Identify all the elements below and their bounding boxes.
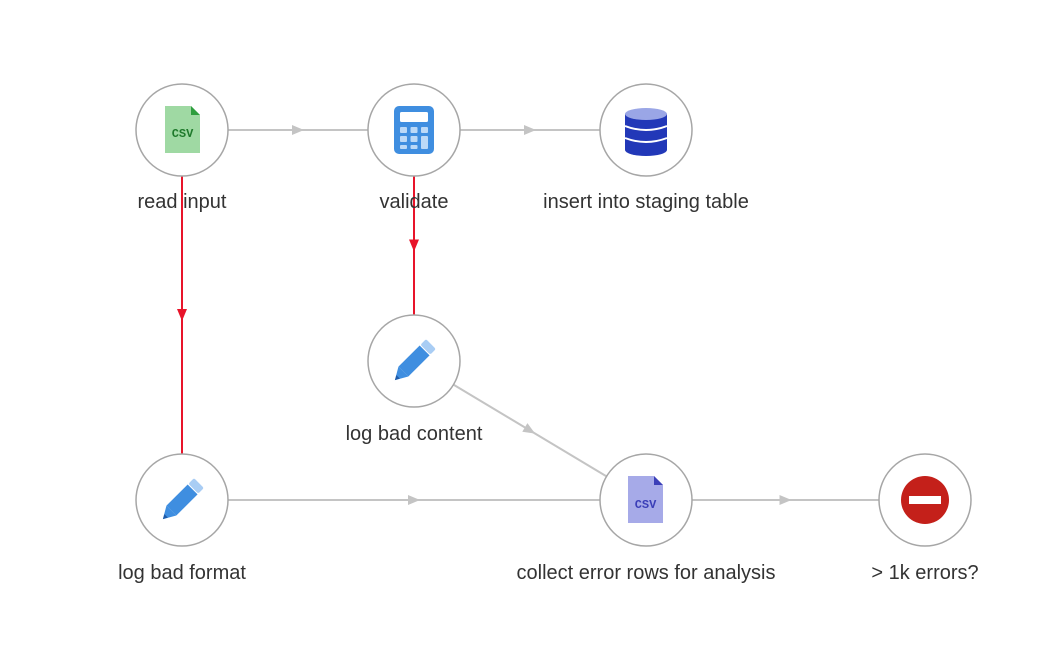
node-label-log-bad-format: log bad format xyxy=(118,562,246,584)
node-read-input[interactable]: CSV xyxy=(135,83,229,177)
node-label-read-input: read input xyxy=(137,191,227,213)
edge-arrow xyxy=(408,495,420,505)
edge-arrow xyxy=(292,125,304,135)
node-collect-error-rows[interactable]: CSV xyxy=(599,453,693,547)
csv-file-green-icon: CSV xyxy=(165,106,200,153)
csv-file-purple-icon: CSV xyxy=(628,476,663,523)
edge-log-bad-format-to-collect-error-rows xyxy=(228,495,600,505)
node-label-collect-error-rows: collect error rows for analysis xyxy=(516,562,776,584)
node-insert-staging[interactable] xyxy=(599,83,693,177)
node-too-many-errors[interactable] xyxy=(878,453,972,547)
pencil-icon xyxy=(394,339,436,381)
stop-icon xyxy=(901,476,949,524)
edge-arrow xyxy=(779,495,792,505)
edge-read-input-to-validate xyxy=(228,125,368,135)
edge-validate-to-insert-staging xyxy=(460,125,600,135)
edge-arrow xyxy=(522,423,536,434)
node-label-validate: validate xyxy=(379,191,449,213)
csv-icon-text: CSV xyxy=(172,127,194,141)
database-icon xyxy=(624,108,668,156)
node-log-bad-format[interactable] xyxy=(135,453,229,547)
edge-arrow xyxy=(409,239,419,252)
node-label-too-many-errors: > 1k errors? xyxy=(871,562,979,584)
edge-arrow xyxy=(524,125,536,135)
edge-layer xyxy=(177,125,879,505)
node-label-insert-staging: insert into staging table xyxy=(543,191,749,213)
node-validate[interactable] xyxy=(367,83,461,177)
node-label-log-bad-content: log bad content xyxy=(345,423,483,445)
node-log-bad-content[interactable] xyxy=(367,314,461,408)
edge-arrow xyxy=(177,309,187,321)
node-layer: CSV xyxy=(135,83,972,547)
edge-collect-error-rows-to-too-many-errors xyxy=(692,495,879,505)
pencil-icon xyxy=(162,478,204,520)
edge-read-input-to-log-bad-format xyxy=(177,176,187,454)
csv-icon-text: CSV xyxy=(635,498,657,512)
calculator-icon xyxy=(394,106,434,154)
edge-log-bad-content-to-collect-error-rows xyxy=(452,383,608,478)
edge-validate-to-log-bad-content xyxy=(409,176,419,315)
